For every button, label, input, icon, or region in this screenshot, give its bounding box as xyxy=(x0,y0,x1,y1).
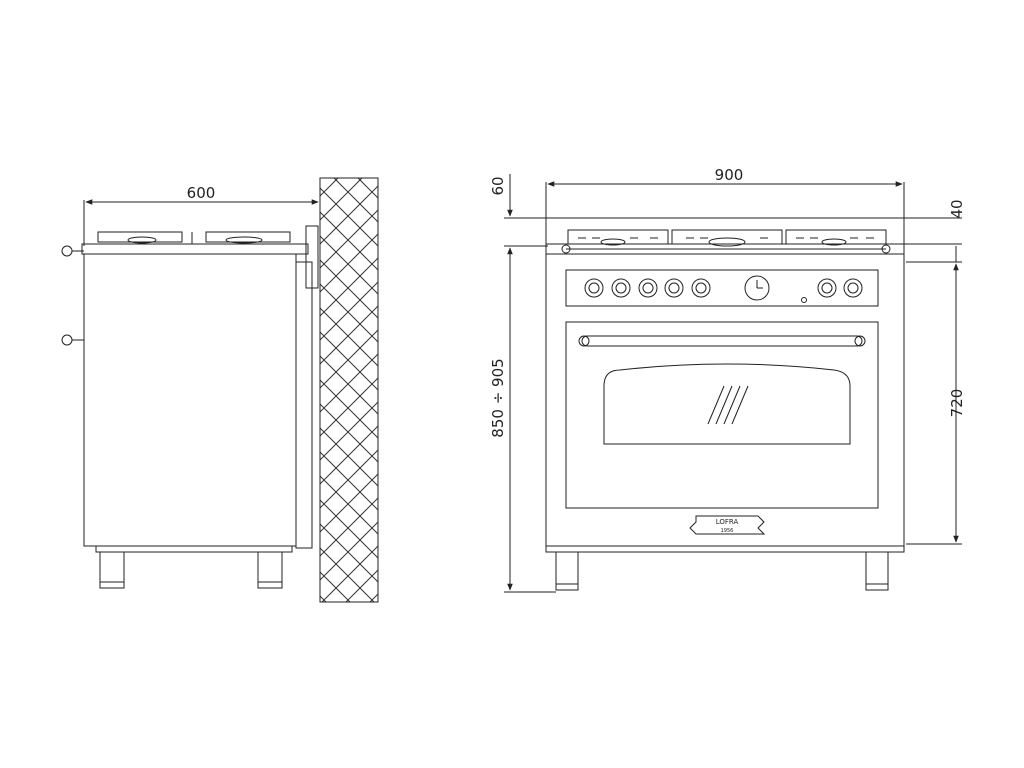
dim-front-width-label: 900 xyxy=(715,166,744,184)
brand-year: 1956 xyxy=(721,528,734,534)
side-body xyxy=(83,253,297,547)
clock-icon xyxy=(744,275,770,301)
dim-side-depth-label: 600 xyxy=(187,184,216,202)
dim-front-width: 900 xyxy=(545,166,905,222)
dim-top-height-label: 60 xyxy=(489,176,507,195)
dim-total-height: 850 ÷ 905 xyxy=(489,247,556,593)
side-leg-back xyxy=(257,551,283,589)
side-base xyxy=(95,545,293,553)
indicator-light xyxy=(801,297,807,303)
dim-oven-height: 720 xyxy=(906,261,966,545)
side-leg-front xyxy=(99,551,125,589)
knob-7 xyxy=(843,278,863,298)
dim-top-height: 60 xyxy=(489,174,548,247)
brand-name: LOFRA xyxy=(716,518,739,526)
side-door-handle xyxy=(61,334,84,346)
knob-4 xyxy=(664,278,684,298)
front-burners xyxy=(600,237,847,247)
front-view: 900 60 850 ÷ 905 40 720 xyxy=(489,166,966,593)
side-knob xyxy=(61,245,84,257)
dim-side-depth: 600 xyxy=(83,184,321,246)
side-backguard xyxy=(305,225,319,289)
dim-oven-height-label: 720 xyxy=(948,389,966,418)
knob-2 xyxy=(611,278,631,298)
knob-5 xyxy=(691,278,711,298)
control-panel xyxy=(565,269,879,307)
side-view: 600 xyxy=(61,177,379,603)
front-leg-left xyxy=(555,551,579,591)
control-knobs xyxy=(584,278,863,298)
dim-total-height-label: 850 ÷ 905 xyxy=(489,358,507,437)
wall-hatch xyxy=(319,177,379,603)
front-backguard xyxy=(545,217,905,245)
oven-door xyxy=(565,321,879,509)
oven-window xyxy=(603,363,851,445)
side-back-panel xyxy=(295,261,313,549)
side-cooktop xyxy=(81,243,309,255)
front-leg-right xyxy=(865,551,889,591)
dim-backguard-height-label: 40 xyxy=(948,199,966,218)
knob-6 xyxy=(817,278,837,298)
dim-backguard-height: 40 xyxy=(904,199,966,262)
brand-badge: LOFRA 1956 xyxy=(689,515,766,535)
side-burner-grates xyxy=(97,226,307,246)
front-burner-grates xyxy=(567,229,887,245)
knob-3 xyxy=(638,278,658,298)
front-base xyxy=(545,545,905,553)
knob-1 xyxy=(584,278,604,298)
oven-door-handle xyxy=(578,335,866,347)
